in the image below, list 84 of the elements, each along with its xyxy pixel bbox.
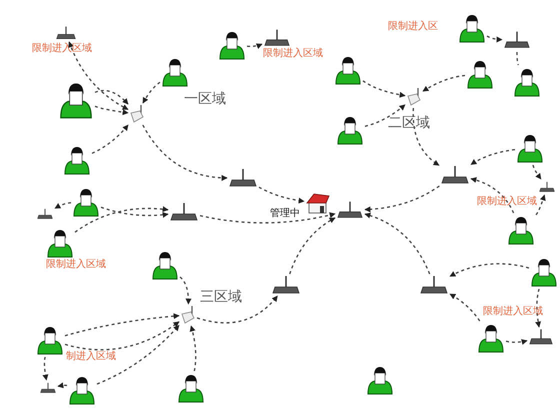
dashed-arrow — [42, 356, 48, 381]
person-icon — [335, 55, 361, 85]
person-icon — [367, 365, 393, 395]
dashed-arrow — [94, 90, 128, 104]
dashed-arrow — [536, 194, 546, 216]
person-icon — [467, 59, 493, 89]
dashed-arrow — [142, 82, 160, 104]
dashed-arrow — [64, 321, 180, 350]
dashed-arrow — [532, 164, 542, 180]
dashed-arrow — [364, 185, 440, 212]
dashed-arrow — [64, 313, 180, 336]
person-icon — [517, 133, 543, 163]
dashed-arrow — [57, 382, 68, 388]
person-icon — [152, 250, 178, 280]
router-icon — [37, 208, 53, 220]
dashed-arrow — [258, 186, 305, 204]
person-icon — [73, 187, 99, 217]
restricted-zone-label: 制进入区域 — [66, 352, 116, 362]
router-icon — [40, 382, 56, 394]
dashed-arrow — [200, 212, 336, 224]
router-icon — [529, 329, 553, 345]
person-icon — [478, 323, 504, 353]
person-icon — [459, 13, 485, 43]
person-icon — [178, 373, 204, 403]
dashed-arrow — [54, 202, 72, 209]
dashed-arrow — [289, 217, 336, 274]
dashed-arrow — [246, 43, 263, 49]
person-icon — [514, 67, 540, 97]
dashed-arrow — [449, 263, 530, 277]
dashed-arrow — [96, 324, 180, 385]
dashed-arrow — [486, 36, 503, 42]
person-icon — [47, 228, 73, 258]
dashed-arrow — [470, 149, 516, 166]
house-icon — [306, 192, 330, 214]
person-icon — [508, 215, 534, 245]
restricted-zone-label: 限制进入区域 — [483, 307, 543, 317]
router-icon — [441, 166, 469, 184]
restricted-zone-label: 限制进入区 — [388, 22, 438, 32]
dashed-arrow — [449, 293, 480, 322]
router-icon — [504, 30, 530, 50]
dashed-arrow — [470, 177, 514, 214]
center-label: 管理中 — [270, 209, 300, 219]
person-icon — [59, 81, 93, 119]
router-icon — [170, 203, 198, 221]
dashed-arrow — [74, 206, 169, 233]
router-icon — [229, 169, 257, 187]
access-point-icon — [407, 88, 421, 106]
dashed-arrow — [94, 106, 129, 116]
router-icon — [337, 201, 363, 219]
person-icon — [219, 30, 245, 60]
restricted-zone-label: 限制进入区域 — [46, 260, 106, 270]
area-label: 一区域 — [184, 92, 226, 106]
person-icon — [64, 145, 90, 175]
area-label: 三区域 — [200, 290, 242, 304]
dashed-arrow — [190, 325, 196, 372]
dashed-arrow — [506, 339, 528, 345]
dashed-arrow — [412, 108, 440, 166]
router-icon — [272, 276, 300, 294]
person-icon — [337, 115, 363, 145]
dashed-arrow — [364, 212, 430, 274]
dashed-arrow — [100, 206, 169, 218]
person-icon — [531, 257, 557, 287]
router-icon — [539, 181, 555, 193]
dashed-arrow — [68, 41, 129, 110]
dashed-arrow — [196, 296, 278, 324]
person-icon — [162, 57, 188, 87]
restricted-zone-label: 限制进入区域 — [477, 197, 537, 207]
router-icon — [56, 26, 76, 40]
access-point-icon — [181, 306, 195, 324]
router-icon — [264, 29, 290, 47]
person-icon — [37, 325, 63, 355]
dashed-arrow — [180, 276, 192, 305]
restricted-zone-label: 限制进入区域 — [32, 44, 92, 54]
access-point-icon — [130, 105, 144, 123]
dashed-arrow — [364, 104, 406, 127]
router-icon — [420, 276, 448, 294]
dashed-arrow — [362, 80, 406, 98]
dashed-arrow — [142, 124, 228, 181]
person-icon — [69, 375, 95, 405]
dashed-arrow — [422, 74, 466, 92]
restricted-zone-label: 限制进入区域 — [263, 49, 323, 59]
area-label: 二区域 — [388, 116, 430, 130]
dashed-arrow — [535, 288, 542, 328]
dashed-arrow — [92, 124, 129, 154]
